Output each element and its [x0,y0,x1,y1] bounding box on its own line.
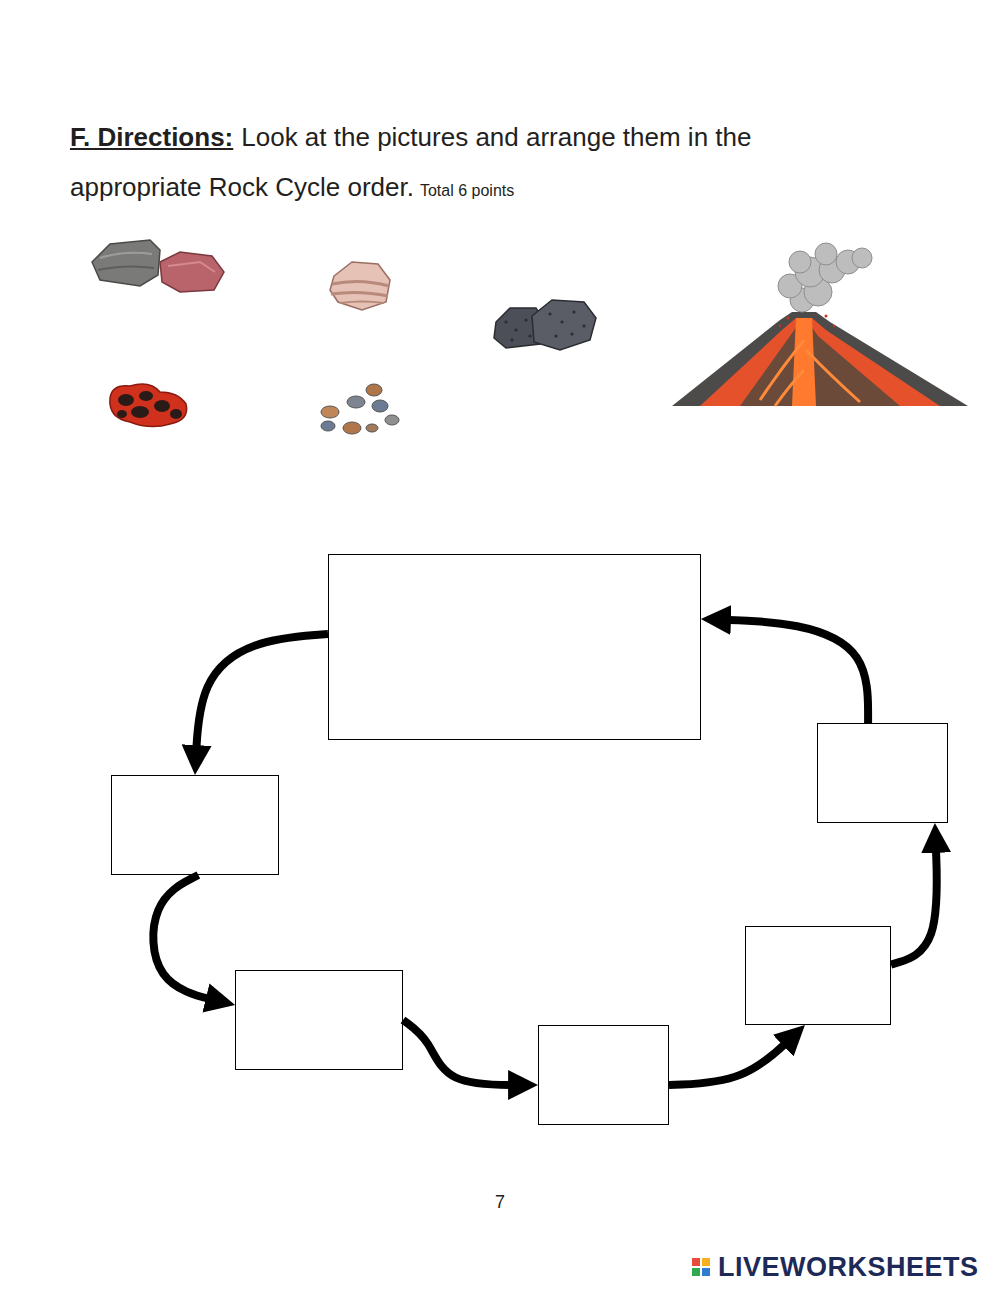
answer-box [538,1025,669,1125]
logo-icon [692,1258,710,1276]
cycle-arrow [891,837,937,965]
sediments [321,384,399,434]
sedimentary-rock [330,262,390,310]
cycle-arrow [153,875,221,1002]
cycle-arrow [403,1020,524,1085]
answer-box [235,970,403,1070]
metamorphic-rocks [92,240,224,292]
cycle-arrow [669,1035,795,1085]
directions: F. Directions:Look at the pictures and a… [70,112,830,216]
magma [110,384,187,427]
directions-label: F. Directions: [70,122,233,152]
igneous-rocks [494,300,596,350]
page-number-text: 7 [495,1192,505,1212]
volcano [672,243,968,406]
points-note: Total 6 points [420,182,514,199]
watermark-text: LIVEWORKSHEETS [718,1252,979,1282]
answer-box [745,926,891,1025]
watermark: LIVEWORKSHEETS [718,1252,979,1283]
answer-box [328,554,701,740]
cycle-arrow [196,634,328,761]
cycle-arrow [715,620,868,723]
answer-box [111,775,279,875]
answer-box [817,723,948,823]
page-number: 7 [0,1192,1000,1213]
